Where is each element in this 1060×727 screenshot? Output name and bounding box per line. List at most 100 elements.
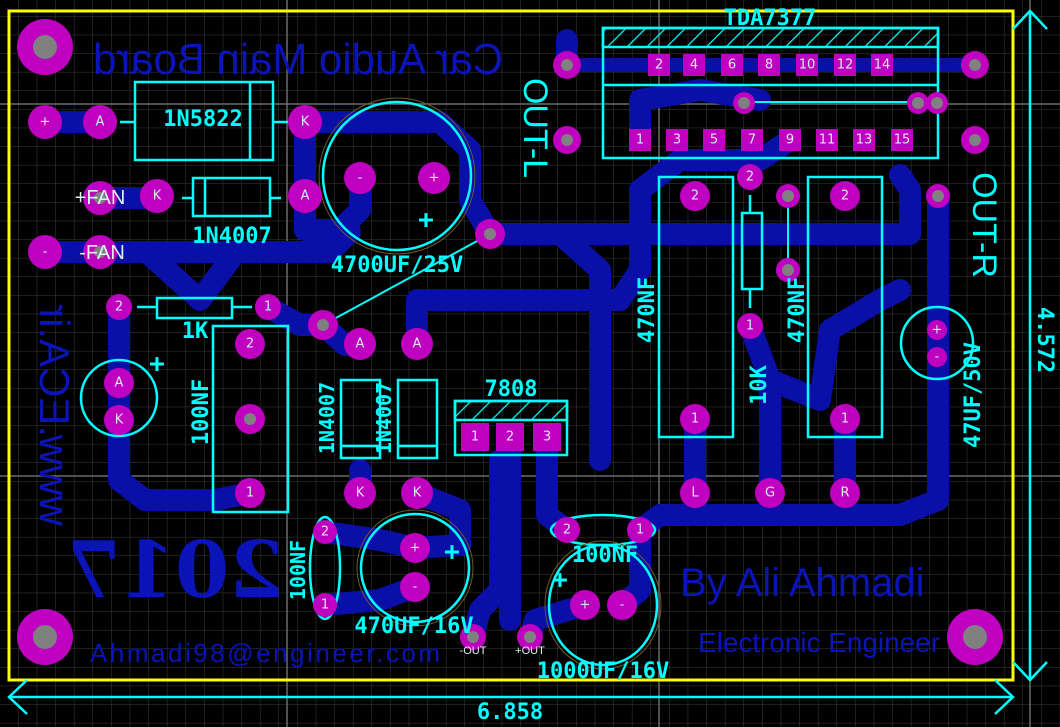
pad-label: 8 bbox=[765, 58, 773, 73]
drill-hole bbox=[969, 59, 981, 71]
label-100nf-bottom: 100NF bbox=[286, 540, 310, 600]
pad-label: 1 bbox=[841, 412, 849, 427]
pad-label: A bbox=[301, 189, 310, 204]
dimension-height-label: 4.572 bbox=[1032, 307, 1057, 373]
pad-copper bbox=[627, 517, 653, 543]
pad: 12 bbox=[834, 54, 856, 76]
pad-copper bbox=[737, 164, 763, 190]
profession-text: Electronic Engineer bbox=[698, 627, 940, 658]
pad-label: 12 bbox=[837, 58, 854, 73]
pad bbox=[961, 51, 989, 79]
label-1000uf: 1000UF/16V bbox=[537, 659, 669, 684]
pad-copper bbox=[680, 478, 710, 508]
pad: A bbox=[83, 105, 117, 139]
pad-label: 2 bbox=[655, 58, 663, 73]
pad bbox=[776, 258, 800, 282]
pad bbox=[235, 404, 265, 434]
pad: 2 bbox=[106, 294, 132, 320]
pad-label: K bbox=[356, 486, 365, 501]
label-out-l: OUT-L bbox=[516, 78, 554, 178]
drill-hole bbox=[561, 134, 573, 146]
pad-copper bbox=[401, 477, 433, 509]
board-outline bbox=[7, 9, 1015, 682]
dimension-height bbox=[1012, 9, 1048, 682]
pad-label: + bbox=[580, 598, 591, 613]
drill-hole bbox=[738, 97, 750, 109]
mounting-hole bbox=[17, 19, 73, 75]
pad-label: K bbox=[153, 189, 162, 204]
pad-copper bbox=[104, 368, 134, 398]
drill-hole bbox=[484, 228, 496, 240]
pad: 5 bbox=[703, 129, 725, 151]
pad-label: G bbox=[765, 486, 775, 501]
label-plus-left-cap: + bbox=[149, 349, 165, 379]
pad-copper bbox=[703, 129, 725, 151]
pad bbox=[926, 92, 948, 114]
pad-label: 11 bbox=[819, 133, 836, 148]
website-text: www.ECA.ir bbox=[31, 304, 78, 527]
label-470nf-right: 470NF bbox=[785, 277, 810, 343]
pad: 1 bbox=[255, 294, 281, 320]
label-100nf-left: 100NF bbox=[189, 379, 214, 445]
pad-copper bbox=[741, 129, 763, 151]
pad-copper bbox=[401, 328, 433, 360]
label-out-plus: +OUT bbox=[515, 645, 545, 657]
label-plus-470uf: + bbox=[444, 537, 460, 567]
label-1n4007-fan: 1N4007 bbox=[192, 224, 271, 249]
pad-copper bbox=[755, 478, 785, 508]
pad-label: + bbox=[40, 115, 51, 130]
pad: A bbox=[104, 368, 134, 398]
mounting-hole bbox=[947, 609, 1003, 665]
pad: 1 bbox=[737, 313, 763, 339]
pad-label: - bbox=[413, 580, 418, 595]
pad-copper bbox=[288, 179, 322, 213]
pad-copper bbox=[313, 520, 337, 544]
pad-label: 9 bbox=[786, 133, 794, 148]
drill-hole bbox=[94, 192, 106, 204]
pad-label: 2 bbox=[563, 523, 571, 538]
pad: 1 bbox=[313, 593, 337, 617]
pad: 2 bbox=[313, 520, 337, 544]
pad-label: 2 bbox=[321, 525, 329, 540]
pad bbox=[475, 219, 505, 249]
label-plus-1000uf: + bbox=[552, 565, 568, 595]
board-year: 2017 bbox=[66, 525, 283, 616]
label-470uf: 470UF/16V bbox=[354, 614, 473, 639]
pad-copper bbox=[461, 423, 489, 451]
pad: R bbox=[830, 478, 860, 508]
pad-copper bbox=[235, 478, 265, 508]
label-1n5822: 1N5822 bbox=[163, 107, 242, 132]
pad: - bbox=[28, 235, 62, 269]
pad-copper bbox=[554, 517, 580, 543]
pad: K bbox=[344, 477, 376, 509]
pad-copper bbox=[533, 423, 561, 451]
pad-label: A bbox=[413, 337, 422, 352]
pad bbox=[907, 92, 929, 114]
pad: 8 bbox=[758, 54, 780, 76]
pad: 3 bbox=[666, 129, 688, 151]
pad bbox=[83, 235, 117, 269]
pad-copper bbox=[255, 294, 281, 320]
label-470nf-left: 470NF bbox=[635, 277, 660, 343]
pad-label: 2 bbox=[841, 189, 849, 204]
pad-copper bbox=[28, 235, 62, 269]
pad-copper bbox=[83, 105, 117, 139]
drill-hole bbox=[932, 190, 944, 202]
pad: K bbox=[401, 477, 433, 509]
pad-copper bbox=[570, 590, 600, 620]
pad-copper bbox=[758, 54, 780, 76]
pad bbox=[553, 126, 581, 154]
pad-label: K bbox=[413, 486, 422, 501]
drill-hole bbox=[317, 319, 329, 331]
pad: K bbox=[140, 179, 174, 213]
pad bbox=[926, 184, 950, 208]
pad: 7 bbox=[741, 129, 763, 151]
pad-label: + bbox=[932, 323, 943, 338]
label-4700uf: 4700UF/25V bbox=[331, 253, 463, 278]
pad-copper bbox=[400, 572, 430, 602]
pad-label: 6 bbox=[728, 58, 736, 73]
pad: 15 bbox=[891, 129, 913, 151]
pad bbox=[776, 184, 800, 208]
email-text: Ahmadi98@engineer.com bbox=[90, 638, 440, 668]
